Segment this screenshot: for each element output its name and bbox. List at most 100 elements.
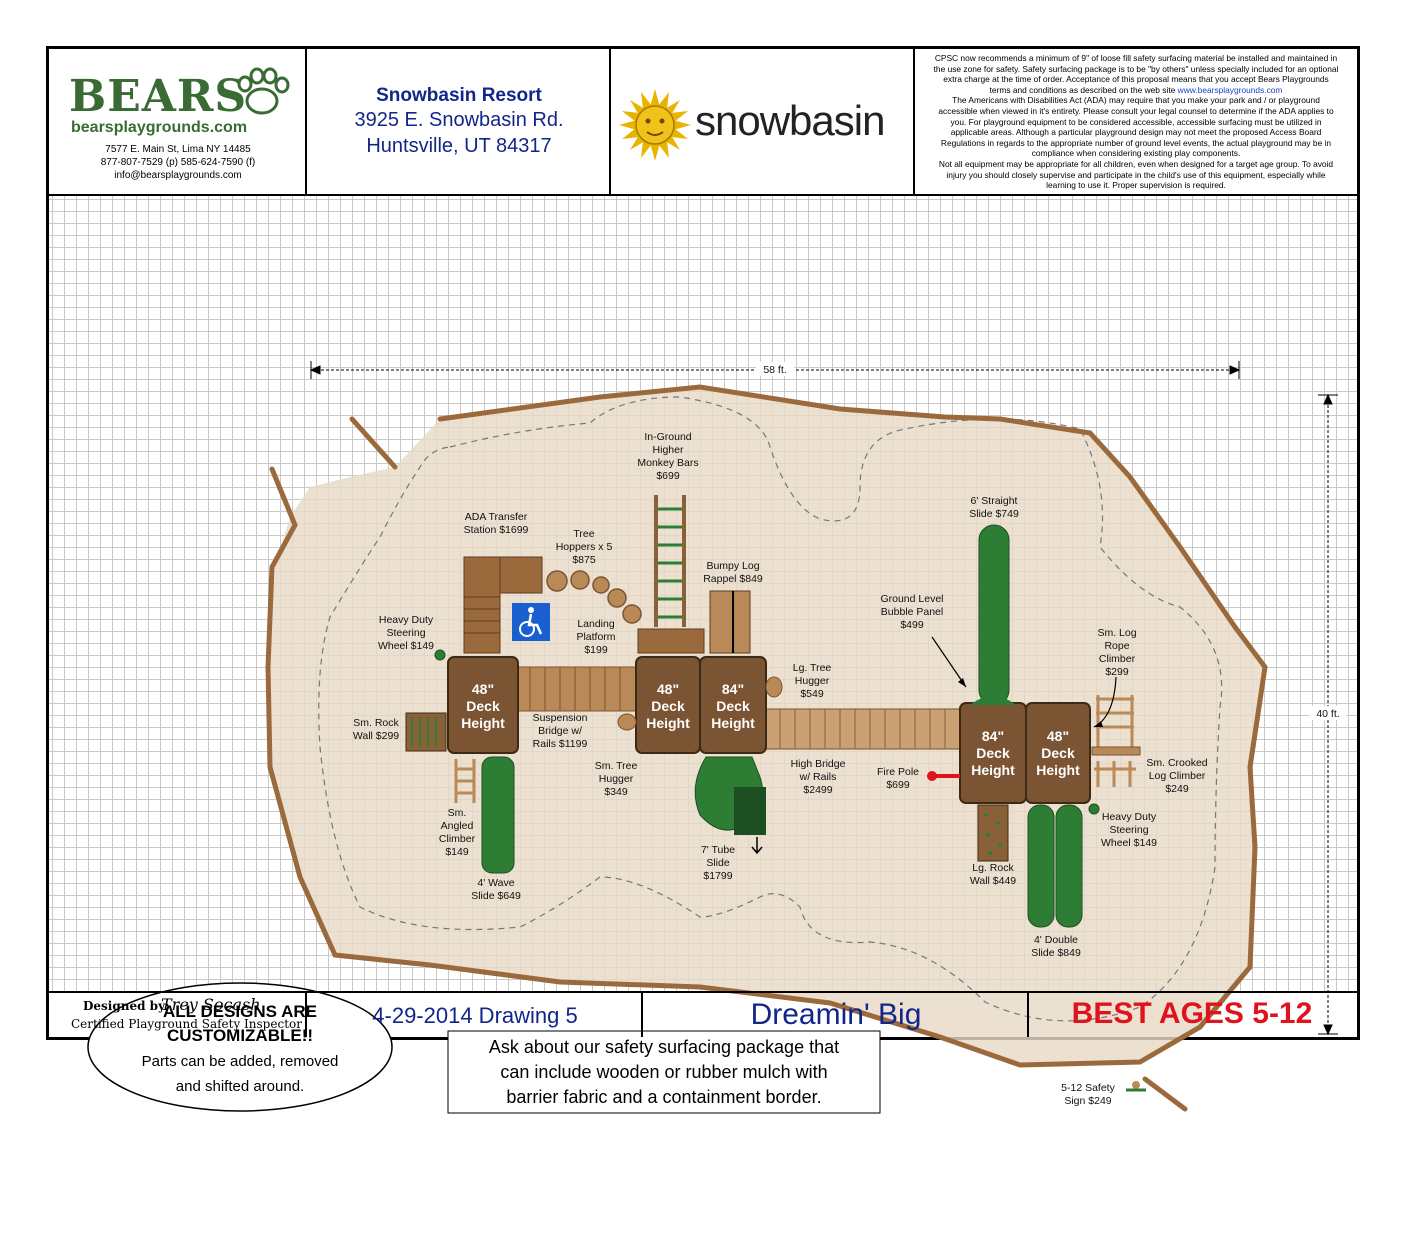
timber-border bbox=[349, 416, 398, 470]
label-steering-left: Heavy Duty Steering Wheel $149 bbox=[378, 614, 434, 652]
ada-transfer-station bbox=[463, 556, 501, 654]
header-divider bbox=[49, 194, 1357, 196]
designer-title: Certified Playground Safety Inspector bbox=[71, 1017, 302, 1031]
svg-text:$249: $249 bbox=[1165, 783, 1189, 795]
svg-text:5-12 Safety: 5-12 Safety bbox=[1061, 1082, 1115, 1094]
svg-text:Lg. Tree: Lg. Tree bbox=[793, 662, 832, 674]
svg-text:Steering: Steering bbox=[1109, 824, 1148, 836]
timber-border bbox=[437, 384, 1003, 422]
svg-text:Bumpy Log: Bumpy Log bbox=[706, 560, 759, 572]
log-rope-climber bbox=[1096, 695, 1134, 751]
svg-text:Platform: Platform bbox=[576, 631, 615, 643]
note-line: you. For playground equipment to be cons… bbox=[950, 116, 1322, 127]
deck-1 bbox=[447, 656, 519, 754]
svg-text:7' Tube: 7' Tube bbox=[701, 844, 735, 856]
svg-text:Fire Pole: Fire Pole bbox=[877, 766, 919, 778]
svg-text:$2499: $2499 bbox=[803, 784, 832, 796]
deck-3-label: Height bbox=[711, 715, 755, 731]
label-high-bridge: High Bridge w/ Rails $2499 bbox=[791, 758, 846, 796]
crooked-log-climber bbox=[1094, 761, 1136, 787]
note-line: the use zone for safety. Safety surfacin… bbox=[933, 63, 1339, 74]
deck-3-label: Deck bbox=[716, 698, 750, 714]
note-line: terms and conditions as described on the… bbox=[989, 84, 1176, 95]
svg-text:Steering: Steering bbox=[386, 627, 425, 639]
svg-text:$299: $299 bbox=[1105, 666, 1129, 678]
svg-text:High Bridge: High Bridge bbox=[791, 758, 846, 770]
svg-text:Bridge w/: Bridge w/ bbox=[538, 725, 582, 737]
design-name: Dreamin' Big bbox=[750, 998, 922, 1031]
svg-text:Monkey Bars: Monkey Bars bbox=[637, 457, 698, 469]
deck-1-label: Height bbox=[461, 715, 505, 731]
deck-2-label: Height bbox=[646, 715, 690, 731]
playground-plan: 58 ft. 40 ft. bbox=[87, 361, 1346, 1114]
width-label-bg bbox=[756, 362, 794, 376]
svg-text:$875: $875 bbox=[572, 554, 596, 566]
height-dimension bbox=[1318, 393, 1338, 1036]
client-block: Snowbasin Resort 3925 E. Snowbasin Rd. H… bbox=[307, 49, 611, 195]
label-suspension-bridge: Suspension Bridge w/ Rails $1199 bbox=[533, 712, 588, 750]
double-slide-lane bbox=[1027, 804, 1055, 928]
note-line: applicable areas. Although a particular … bbox=[950, 127, 1322, 138]
wave-slide bbox=[481, 756, 515, 874]
height-label: 40 ft. bbox=[1316, 708, 1339, 720]
client-name: Snowbasin Resort bbox=[376, 85, 542, 106]
svg-text:Ground Level: Ground Level bbox=[880, 593, 943, 605]
svg-text:Bubble Panel: Bubble Panel bbox=[881, 606, 943, 618]
note-line: injury you should closely supervise and … bbox=[946, 169, 1326, 180]
note-line: Not all equipment may be appropriate for… bbox=[938, 158, 1334, 169]
svg-text:$349: $349 bbox=[604, 786, 628, 798]
svg-text:Heavy Duty: Heavy Duty bbox=[379, 614, 434, 626]
bear-paw-icon bbox=[237, 67, 290, 115]
svg-text:Wheel $149: Wheel $149 bbox=[378, 640, 434, 652]
svg-text:Suspension: Suspension bbox=[533, 712, 588, 724]
label-bubble-panel: Ground Level Bubble Panel $499 bbox=[880, 593, 943, 631]
timber-border bbox=[997, 416, 1268, 970]
high-bridge bbox=[764, 708, 961, 750]
suspension-bridge bbox=[514, 666, 638, 712]
label-tree-hoppers: Tree Hoppers x 5 $875 bbox=[556, 528, 613, 566]
svg-text:Landing: Landing bbox=[577, 618, 615, 630]
svg-text:Angled: Angled bbox=[441, 820, 474, 832]
website-link[interactable]: www.bearsplaygrounds.com bbox=[1177, 84, 1283, 95]
svg-text:Heavy Duty: Heavy Duty bbox=[1102, 811, 1157, 823]
bubble-panel bbox=[970, 696, 1016, 705]
steering-wheel-icon bbox=[434, 649, 446, 661]
svg-text:Hoppers x 5: Hoppers x 5 bbox=[556, 541, 613, 553]
label-straight-slide: 6' Straight Slide $749 bbox=[969, 495, 1019, 520]
label-double-slide: 4' Double Slide $849 bbox=[1031, 934, 1081, 959]
note-line: The Americans with Disabilities Act (ADA… bbox=[952, 95, 1320, 106]
label-rock-wall-lg: Lg. Rock Wall $449 bbox=[970, 862, 1016, 887]
client-city: Huntsville, UT 84317 bbox=[366, 135, 552, 157]
label-ada-transfer: ADA Transfer Station $1699 bbox=[464, 511, 529, 536]
plan-grid: 58 ft. 40 ft. bbox=[49, 196, 1357, 1114]
label-rock-wall-sm: Sm. Rock Wall $299 bbox=[353, 717, 400, 742]
height-label-bg bbox=[1310, 706, 1346, 720]
surfacing-note-line: Ask about our safety surfacing package t… bbox=[489, 1037, 839, 1057]
client-logo-text: snowbasin bbox=[695, 97, 885, 144]
svg-text:Hugger: Hugger bbox=[795, 675, 830, 687]
svg-text:Wall $299: Wall $299 bbox=[353, 730, 399, 742]
svg-text:Wheel $149: Wheel $149 bbox=[1101, 837, 1157, 849]
svg-text:Sm. Tree: Sm. Tree bbox=[595, 760, 638, 772]
design-name-block: Dreamin' Big bbox=[643, 993, 1029, 1037]
label-lg-tree-hugger: Lg. Tree Hugger $549 bbox=[793, 662, 832, 700]
deck-4-label: Deck bbox=[976, 745, 1010, 761]
svg-text:Wall $449: Wall $449 bbox=[970, 875, 1016, 887]
company-block: BEARS bearsplaygrounds.com 7577 E. Main … bbox=[49, 49, 307, 195]
svg-text:Slide: Slide bbox=[706, 857, 730, 869]
deck-5-label: Deck bbox=[1041, 745, 1075, 761]
monkey-bars bbox=[654, 495, 686, 627]
company-address: 7577 E. Main St, Lima NY 14485 bbox=[105, 144, 251, 155]
svg-text:$699: $699 bbox=[656, 470, 680, 482]
company-email: info@bearsplaygrounds.com bbox=[114, 170, 242, 181]
label-tube-slide: 7' Tube Slide $1799 bbox=[701, 844, 735, 882]
svg-text:Log Climber: Log Climber bbox=[1149, 770, 1206, 782]
deck-4-height: 84" bbox=[982, 728, 1004, 744]
label-angled-climber: Sm. Angled Climber $149 bbox=[439, 807, 476, 858]
svg-text:Rope: Rope bbox=[1104, 640, 1129, 652]
angled-climber bbox=[454, 759, 476, 803]
steering-wheel-icon bbox=[1088, 803, 1100, 815]
designed-by-label: Designed by: bbox=[83, 999, 170, 1013]
deck-3-height: 84" bbox=[722, 681, 744, 697]
drawing-date: 4-29-2014 Drawing 5 bbox=[372, 1003, 578, 1028]
